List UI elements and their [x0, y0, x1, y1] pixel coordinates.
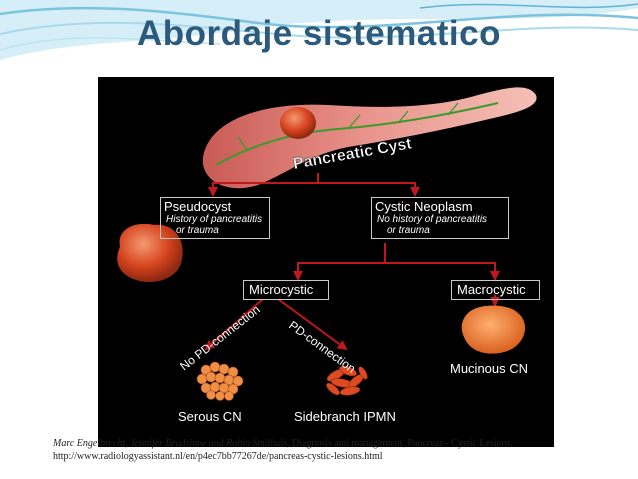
- pseudocyst-line2: or trauma: [176, 225, 219, 236]
- pancreas-illustration: [202, 87, 537, 189]
- pancreatic-cyst-diagram: No PD-connection PD-connection Pancreati…: [98, 77, 554, 447]
- citation-work: Diagnosis and management, Pancreas - Cys…: [289, 438, 514, 449]
- macrocystic-label: Macrocystic: [457, 282, 526, 297]
- serous-cn-label: Serous CN: [178, 409, 242, 424]
- pseudocyst-line1: History of pancreatitis: [166, 214, 263, 225]
- cystic-neoplasm-box: Cystic Neoplasm No history of pancreatit…: [371, 197, 509, 239]
- citation-url[interactable]: http://www.radiologyassistant.nl/en/p4ec…: [53, 451, 383, 462]
- sidebranch-ipmn-illustration: [326, 365, 368, 396]
- microcystic-box: Microcystic: [243, 280, 329, 300]
- mucinous-cn-illustration: [461, 305, 526, 354]
- mucinous-cn-label: Mucinous CN: [450, 361, 529, 376]
- sidebranch-ipmn-label: Sidebranch IPMN: [294, 409, 396, 424]
- pancreas-cyst-lesion: [280, 107, 316, 139]
- serous-cn-illustration: [196, 361, 244, 401]
- citation-authors: Marc Engelbrecht, Jennifer Bradshaw and …: [53, 438, 290, 449]
- cystic-neoplasm-line1: No history of pancreatitis: [377, 214, 488, 225]
- macrocystic-box: Macrocystic: [451, 280, 540, 300]
- cystic-neoplasm-line2: or trauma: [387, 225, 430, 236]
- flow-arrows: [204, 173, 500, 351]
- slide-title: Abordaje sistematico: [137, 14, 501, 53]
- pseudocyst-title: Pseudocyst: [164, 199, 232, 214]
- cystic-neoplasm-title: Cystic Neoplasm: [375, 199, 473, 214]
- microcystic-label: Microcystic: [249, 282, 314, 297]
- pd-connection-label: PD-connection: [286, 318, 358, 376]
- citation: Marc Engelbrecht, Jennifer Bradshaw and …: [53, 437, 628, 463]
- pseudocyst-box: Pseudocyst History of pancreatitis or tr…: [160, 197, 270, 239]
- header-wave-decoration: [0, 0, 638, 60]
- no-pd-connection-label: No PD-connection: [177, 302, 262, 373]
